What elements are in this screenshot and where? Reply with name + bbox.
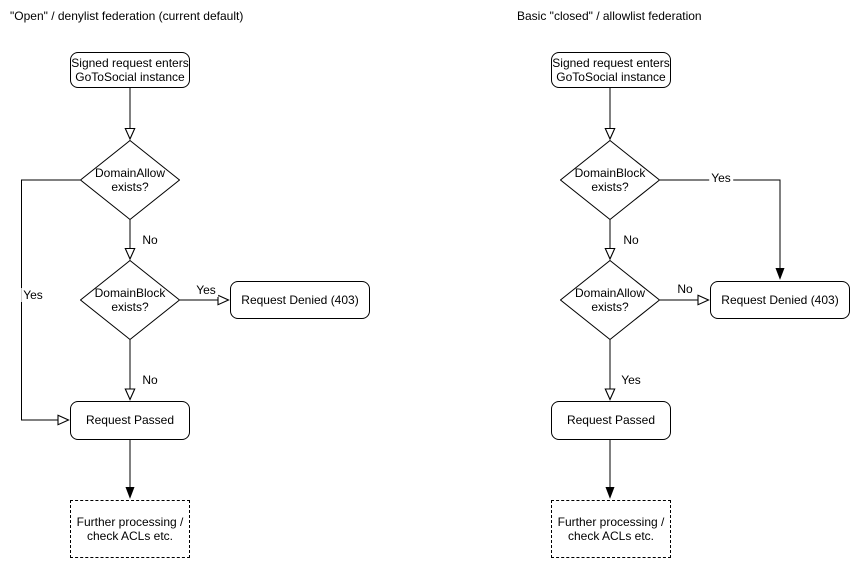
right-diagram-title: Basic "closed" / allowlist federation [517, 9, 702, 23]
left-node-further-processing: Further processing / check ACLs etc. [70, 500, 190, 558]
right-node-request-denied-label: Request Denied (403) [721, 292, 839, 307]
left-node-request-denied: Request Denied (403) [230, 281, 370, 319]
left-node-request-passed: Request Passed [70, 401, 190, 440]
right-node-start-label: Signed request enters GoToSocial instanc… [552, 55, 670, 84]
left-edge-label-block-no: No [140, 373, 160, 387]
left-node-further-processing-label: Further processing / check ACLs etc. [76, 514, 184, 543]
right-node-request-passed: Request Passed [551, 401, 671, 440]
left-node-request-passed-label: Request Passed [85, 413, 175, 428]
left-edge-label-allow-no: No [140, 233, 160, 247]
left-node-decision-domainallow-label: DomainAllow exists? [94, 165, 166, 194]
left-node-decision-domainblock-label: DomainBlock exists? [94, 285, 166, 314]
right-node-further-processing: Further processing / check ACLs etc. [551, 500, 671, 558]
left-node-start: Signed request enters GoToSocial instanc… [70, 52, 190, 88]
right-edge-label-allow-no: No [675, 282, 695, 296]
right-node-decision-domainallow-label: DomainAllow exists? [574, 285, 646, 314]
left-node-decision-domainallow: DomainAllow exists? [80, 140, 180, 220]
left-edge-label-allow-yes: Yes [21, 288, 45, 302]
right-node-further-processing-label: Further processing / check ACLs etc. [557, 514, 665, 543]
left-node-request-denied-label: Request Denied (403) [241, 292, 359, 307]
left-node-start-label: Signed request enters GoToSocial instanc… [71, 55, 189, 84]
diamond-shape [560, 260, 660, 340]
right-edge-label-block-yes: Yes [709, 171, 733, 185]
right-node-request-passed-label: Request Passed [566, 413, 656, 428]
right-node-request-denied: Request Denied (403) [710, 281, 850, 319]
diamond-shape [80, 260, 180, 340]
left-edge-label-block-yes: Yes [194, 283, 218, 297]
right-node-decision-domainallow: DomainAllow exists? [560, 260, 660, 340]
right-edge-label-allow-yes: Yes [619, 373, 643, 387]
diamond-shape [80, 140, 180, 220]
left-diagram-title: "Open" / denylist federation (current de… [10, 9, 244, 23]
diamond-shape [560, 140, 660, 220]
right-node-decision-domainblock: DomainBlock exists? [560, 140, 660, 220]
left-node-decision-domainblock: DomainBlock exists? [80, 260, 180, 340]
right-edge-label-block-no: No [621, 233, 641, 247]
right-node-start: Signed request enters GoToSocial instanc… [551, 52, 671, 88]
right-node-decision-domainblock-label: DomainBlock exists? [574, 165, 646, 194]
edge-right-block-yes-to-denied [660, 179, 785, 280]
